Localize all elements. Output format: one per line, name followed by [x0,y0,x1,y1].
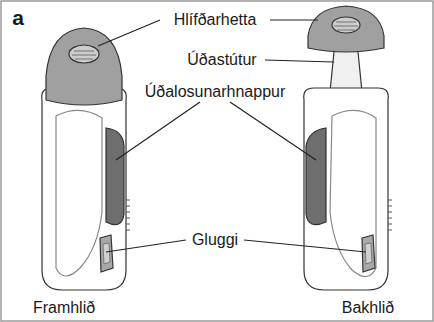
part-label: Úðalosunarhnappur [143,83,288,101]
part-label: Gluggi [190,231,240,249]
part-label: Hlífðarhetta [172,11,259,29]
view-label: Bakhlið [340,299,396,317]
panel-letter: a [10,6,26,29]
view-label: Framhlið [31,299,97,317]
leader-lines [98,20,366,252]
part-label: Úðastútur [185,51,258,69]
